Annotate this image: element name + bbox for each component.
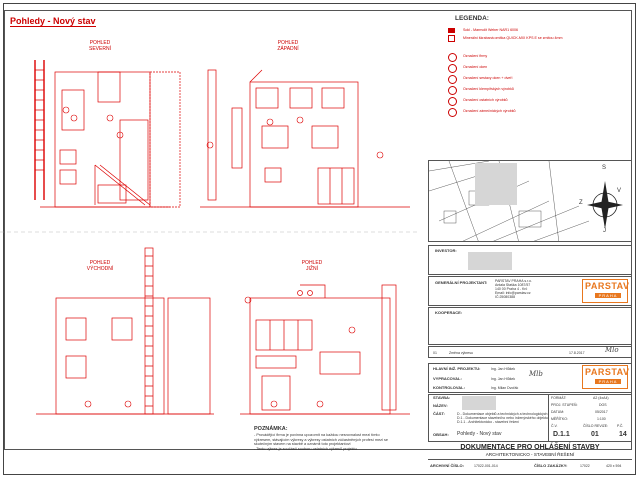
company-logo: PARSTAV PRAHA: [582, 279, 629, 303]
info-block: FORMÁT: A2 (4xA4) PROJ. STUPEŇ: DOS DATU…: [548, 394, 632, 442]
compass-j: J: [603, 228, 606, 234]
footer-row: ARCHIVNÍ ČÍSLO: 17022-001-014 ČÍSLO ZAKÁ…: [428, 459, 632, 471]
compass-v: V: [617, 188, 622, 194]
document-title: DOKUMENTACE PRO OHLÁŠENÍ STAVBY: [460, 444, 600, 451]
drawing-sheet: [3, 3, 636, 475]
redacted-area: [475, 163, 517, 205]
redacted-area: [462, 396, 496, 410]
notes-text: - Provádějící firma je povinna upozornit…: [254, 433, 388, 451]
sheet-title: Pohledy - Nový stav: [10, 16, 96, 27]
legend-title: LEGENDA:: [455, 15, 489, 22]
compass-z: Z: [579, 200, 583, 206]
redacted-area: [468, 252, 512, 270]
document-subtitle: ARCHITEKTONICKO - STAVEBNÍ ŘEŠENÍ: [485, 452, 575, 457]
compass-s: S: [602, 165, 607, 171]
situation-map: S V Z J: [428, 160, 632, 242]
company-logo-2: PARSTAV PRAHA: [582, 365, 629, 389]
revision-row: 01 Změna výkresu 17.8.2017 Mlo: [428, 346, 632, 358]
notes: POZNÁMKA: - Provádějící firma je povinna…: [254, 426, 424, 451]
compass-icon: [587, 181, 623, 229]
notes-heading: POZNÁMKA:: [254, 426, 288, 432]
investor-block: INVESTOR:: [428, 245, 632, 275]
cooperation-block: KOOPERACE:: [428, 307, 632, 345]
north-facade-outline: [54, 71, 151, 208]
